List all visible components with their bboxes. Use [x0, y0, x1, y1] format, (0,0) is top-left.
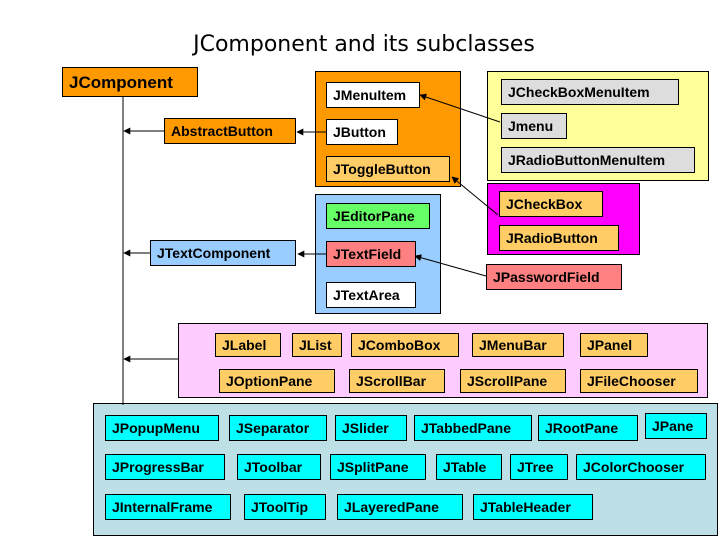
jpopupmenu-box: JPopupMenu	[105, 415, 219, 441]
jradiobuttonmenuitem-box: JRadioButtonMenuItem	[501, 147, 695, 173]
jpanel-box: JPanel	[580, 333, 648, 357]
joptionpane-box: JOptionPane	[219, 369, 335, 393]
jtableheader-box: JTableHeader	[473, 494, 593, 520]
jcheckboxmenuitem-box: JCheckBoxMenuItem	[501, 79, 679, 105]
jpasswordfield-box: JPasswordField	[486, 264, 622, 290]
jtable-box: JTable	[436, 454, 502, 480]
jseparator-box: JSeparator	[229, 415, 327, 441]
abstractbutton-box: AbstractButton	[164, 118, 296, 144]
jtabbedpane-box: JTabbedPane	[414, 415, 532, 441]
jfilechooser-box: JFileChooser	[580, 369, 698, 393]
menu-group-to-menuitem-arrow	[419, 93, 501, 123]
jmenuitem-box: JMenuItem	[326, 82, 420, 108]
jscrollbar-box: JScrollBar	[349, 369, 445, 393]
jslider-box: JSlider	[335, 415, 407, 441]
jinternalframe-box: JInternalFrame	[105, 494, 231, 520]
jtextarea-box: JTextArea	[326, 282, 416, 308]
jpane-box: JPane	[645, 413, 707, 439]
diagram-title: JComponent and its subclasses	[193, 32, 535, 57]
jmenu-box: Jmenu	[501, 113, 567, 139]
jlabel-box: JLabel	[215, 333, 281, 357]
jscrollpane-box: JScrollPane	[460, 369, 566, 393]
jrootpane-box: JRootPane	[538, 415, 638, 441]
jtogglebutton-box: JToggleButton	[326, 156, 450, 182]
jcheckbox-box: JCheckBox	[499, 191, 603, 217]
jcolorchooser-box: JColorChooser	[576, 454, 706, 480]
jeditorpane-box: JEditorPane	[326, 203, 430, 229]
jtooltip-box: JToolTip	[244, 494, 326, 520]
jcomponent-box: JComponent	[62, 67, 198, 97]
jprogressbar-box: JProgressBar	[105, 454, 225, 480]
jtextcomponent-box: JTextComponent	[150, 240, 296, 266]
toggle-group-to-togglebutton-arrow	[451, 176, 499, 216]
jtree-box: JTree	[510, 454, 568, 480]
jmenubar-box: JMenuBar	[472, 333, 564, 357]
jlayeredpane-box: JLayeredPane	[337, 494, 463, 520]
passwordfield-to-textfield-arrow	[414, 254, 487, 277]
jradiobutton-box: JRadioButton	[499, 225, 619, 251]
jtextfield-box: JTextField	[326, 241, 416, 267]
jcombobox-box: JComboBox	[351, 333, 459, 357]
jbutton-box: JButton	[326, 119, 398, 145]
jtoolbar-box: JToolbar	[237, 454, 321, 480]
jlist-box: JList	[292, 333, 342, 357]
jsplitpane-box: JSplitPane	[330, 454, 426, 480]
